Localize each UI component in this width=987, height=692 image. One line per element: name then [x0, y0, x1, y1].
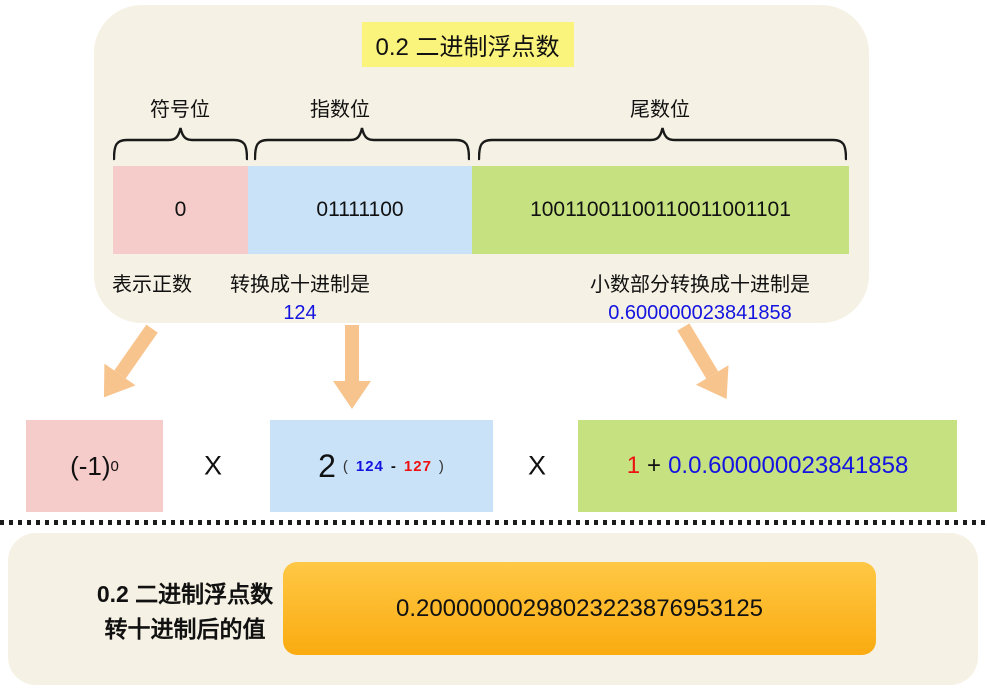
exponent-term-value: 124 [355, 457, 384, 475]
exponent-brace-icon [254, 127, 470, 161]
arrow-down-left-icon [88, 318, 167, 409]
mantissa-bit-label: 尾数位 [630, 99, 690, 121]
mantissa-bit-value: 10011001100110011001101 [472, 166, 849, 254]
mantissa-note: 小数部分转换成十进制是 0.600000023841858 [590, 271, 810, 327]
arrow-down-icon [333, 325, 371, 409]
exponent-paren-close: ) [438, 457, 445, 475]
mantissa-decimal: 0.600000023841858 [608, 302, 792, 324]
exponent-paren-open: ( [342, 457, 349, 475]
exponent-minus-operator: - [390, 457, 397, 475]
sign-term-exponent: 0 [110, 457, 119, 475]
exponent-note-text: 转换成十进制是 [230, 274, 370, 296]
result-caption-line1: 0.2 二进制浮点数 [96, 581, 274, 607]
sign-brace-icon [113, 127, 248, 161]
exponent-term-base: 2 [318, 447, 336, 484]
exponent-bit-label: 指数位 [310, 99, 370, 121]
sign-bit-value: 0 [113, 166, 248, 254]
sign-note: 表示正数 [112, 274, 192, 296]
mantissa-term-box: 1+0.0.600000023841858 [578, 420, 957, 512]
exponent-decimal: 124 [283, 302, 317, 324]
exponent-bit-value: 01111100 [248, 166, 472, 254]
result-caption-line2: 转十进制后的值 [104, 615, 266, 642]
exponent-bias-value: 127 [403, 457, 432, 475]
mantissa-note-text: 小数部分转换成十进制是 [590, 274, 810, 296]
sign-term-box: (-1)0 [26, 420, 163, 512]
exponent-term-box: 2 (124-127) [270, 420, 493, 512]
sign-bit-label: 符号位 [150, 99, 210, 121]
exponent-note: 转换成十进制是 124 [230, 271, 370, 327]
result-caption: 0.2 二进制浮点数 转十进制后的值 [97, 577, 273, 646]
mantissa-leading-one: 1 [626, 452, 641, 479]
mantissa-brace-icon [478, 127, 847, 161]
mantissa-fraction-value: 0.0.600000023841858 [668, 452, 909, 479]
panel-title: 0.2 二进制浮点数 [361, 22, 574, 67]
float-representation-panel: 0.2 二进制浮点数 符号位 指数位 尾数位 0 01111100 100110… [94, 5, 869, 324]
result-panel: 0.2 二进制浮点数 转十进制后的值 0.2000000029802322387… [8, 533, 978, 685]
mantissa-plus-operator: + [647, 452, 662, 479]
bit-boxes-row: 0 01111100 10011001100110011001101 [113, 166, 849, 254]
sign-term-base: (-1) [70, 450, 111, 481]
dotted-separator [0, 520, 987, 525]
arrow-down-right-icon [667, 317, 743, 409]
multiply-operator-1: X [203, 450, 223, 481]
result-value-box: 0.20000000298023223876953125 [283, 562, 876, 655]
result-value: 0.20000000298023223876953125 [395, 594, 764, 622]
multiply-operator-2: X [527, 450, 547, 481]
